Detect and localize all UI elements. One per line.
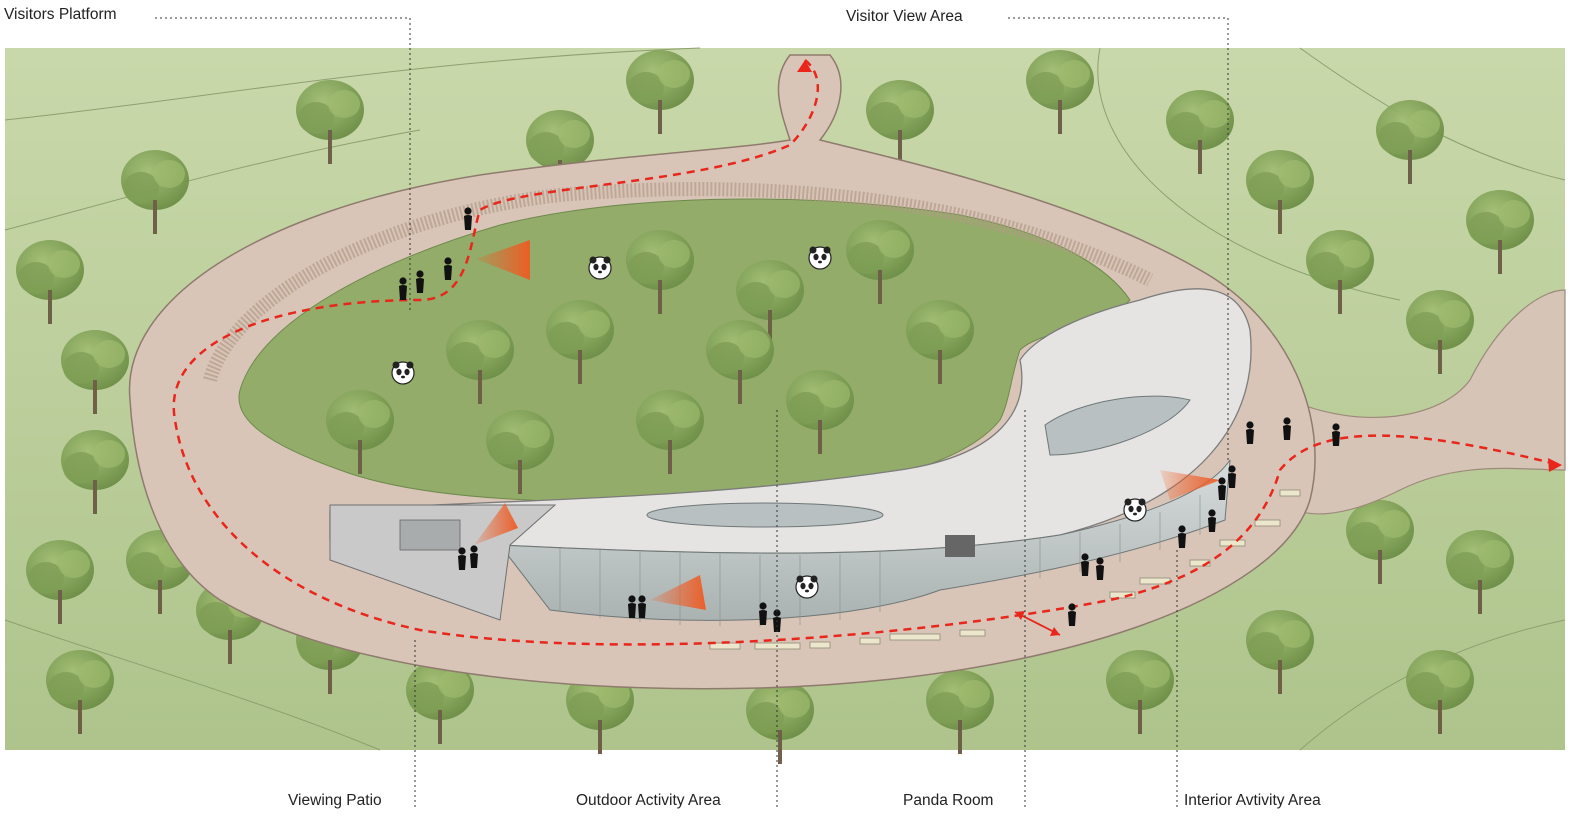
view-cone bbox=[1160, 470, 1220, 500]
label-viewing-patio: Viewing Patio bbox=[288, 792, 382, 809]
label-visitors-platform: Visitors Platform bbox=[4, 6, 117, 23]
label-visitor-view-area: Visitor View Area bbox=[846, 8, 963, 25]
route-arrow-head bbox=[797, 60, 812, 72]
panda-icon bbox=[588, 255, 612, 280]
roof-skylight bbox=[1044, 395, 1191, 456]
leader-lines bbox=[155, 17, 1229, 810]
panda-icon bbox=[795, 574, 819, 599]
view-cone bbox=[650, 575, 706, 610]
view-cone bbox=[476, 240, 530, 280]
panda-icon bbox=[391, 360, 415, 385]
label-panda-room: Panda Room bbox=[903, 792, 994, 809]
view-cone bbox=[474, 503, 518, 545]
route-arrow-head bbox=[1548, 458, 1562, 472]
label-interior-activity-area: Interior Avtivity Area bbox=[1184, 792, 1321, 809]
glass-facade bbox=[498, 458, 1231, 621]
roof-skylight bbox=[646, 502, 884, 528]
label-outdoor-activity-area: Outdoor Activity Area bbox=[576, 792, 721, 809]
panda-icon bbox=[1123, 497, 1147, 522]
entry-path bbox=[1279, 289, 1566, 515]
panda-icon bbox=[808, 245, 832, 270]
door-opening bbox=[945, 535, 975, 557]
visitor-route bbox=[172, 59, 1561, 646]
